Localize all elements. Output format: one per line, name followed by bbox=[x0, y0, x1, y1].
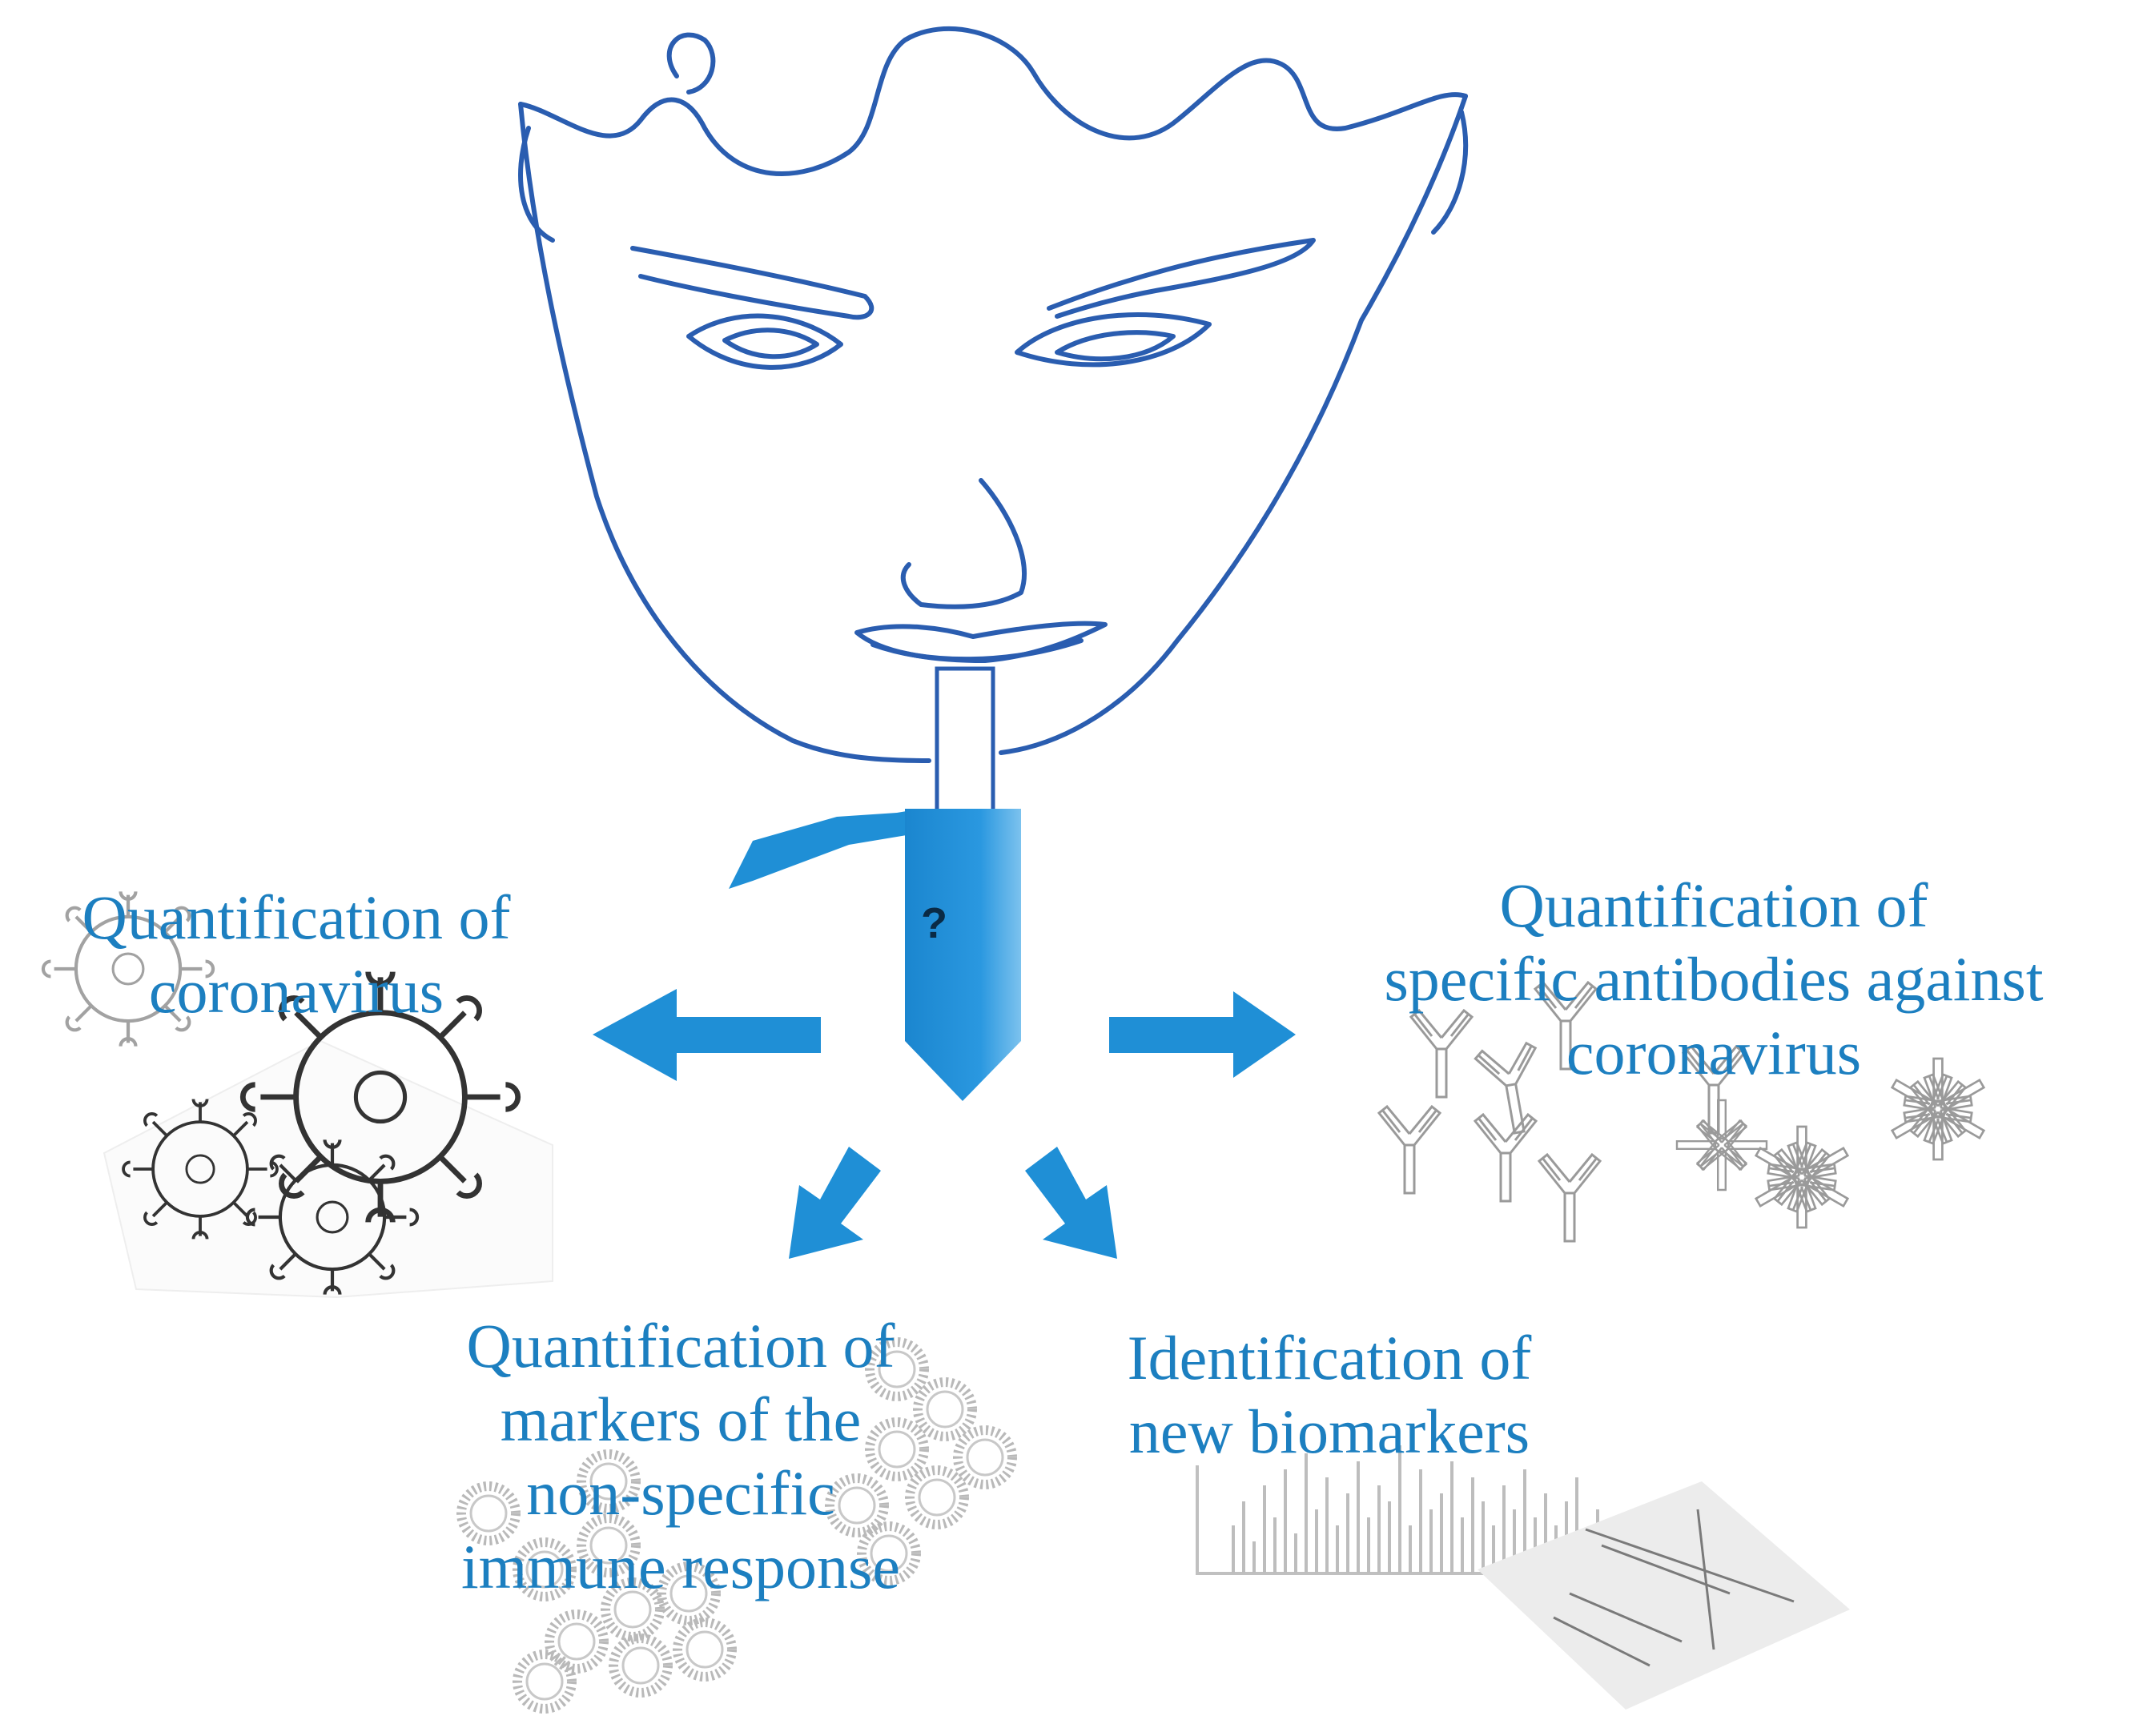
tube-body bbox=[905, 809, 1021, 1101]
upper-lip bbox=[854, 621, 1108, 663]
right-eye bbox=[1015, 312, 1212, 368]
right-ear bbox=[1431, 110, 1469, 235]
label-line: immune response bbox=[460, 1532, 901, 1601]
label-line: coronavirus bbox=[1566, 1018, 1862, 1087]
left-eye-inner bbox=[722, 328, 819, 360]
label-quantification-antibodies: Quantification of specific antibodies ag… bbox=[1313, 869, 2114, 1090]
left-brow bbox=[630, 246, 874, 320]
face-outline bbox=[518, 94, 1468, 763]
label-quantification-immune-markers: Quantification of markers of the non-spe… bbox=[400, 1309, 961, 1604]
label-line: Quantification of bbox=[466, 1311, 895, 1380]
lower-lip bbox=[870, 638, 1084, 662]
face-sketch bbox=[518, 26, 1469, 763]
hair-knot bbox=[666, 32, 716, 94]
nose bbox=[900, 478, 1027, 609]
left-ear bbox=[518, 126, 555, 243]
tube-question-mark: ? bbox=[921, 899, 947, 947]
label-line: Quantification of bbox=[1499, 870, 1928, 940]
arrow-left bbox=[593, 989, 821, 1081]
right-brow bbox=[1047, 238, 1316, 319]
label-line: non-specific bbox=[526, 1458, 835, 1528]
label-line: coronavirus bbox=[148, 956, 444, 1026]
right-eye-inner bbox=[1055, 330, 1176, 362]
arrow-down-right bbox=[1025, 1147, 1117, 1259]
label-identification-biomarkers: Identification of new biomarkers bbox=[1065, 1321, 1594, 1469]
label-line: markers of the bbox=[500, 1384, 862, 1454]
coronavirus-sketch bbox=[43, 891, 553, 1299]
gel-blot bbox=[1478, 1481, 1850, 1710]
label-line: Identification of bbox=[1127, 1323, 1532, 1392]
label-line: new biomarkers bbox=[1128, 1396, 1530, 1466]
label-line: Quantification of bbox=[82, 882, 511, 952]
left-eye bbox=[686, 313, 843, 370]
straw bbox=[935, 666, 995, 815]
arrow-right bbox=[1109, 991, 1296, 1078]
funnel-spout bbox=[729, 809, 921, 889]
hair-line bbox=[518, 26, 1468, 177]
sample-tube bbox=[729, 666, 1021, 1101]
label-quantification-coronavirus: Quantification of coronavirus bbox=[32, 881, 561, 1028]
label-line: specific antibodies against bbox=[1384, 944, 2044, 1014]
arrow-down-left bbox=[789, 1147, 881, 1259]
